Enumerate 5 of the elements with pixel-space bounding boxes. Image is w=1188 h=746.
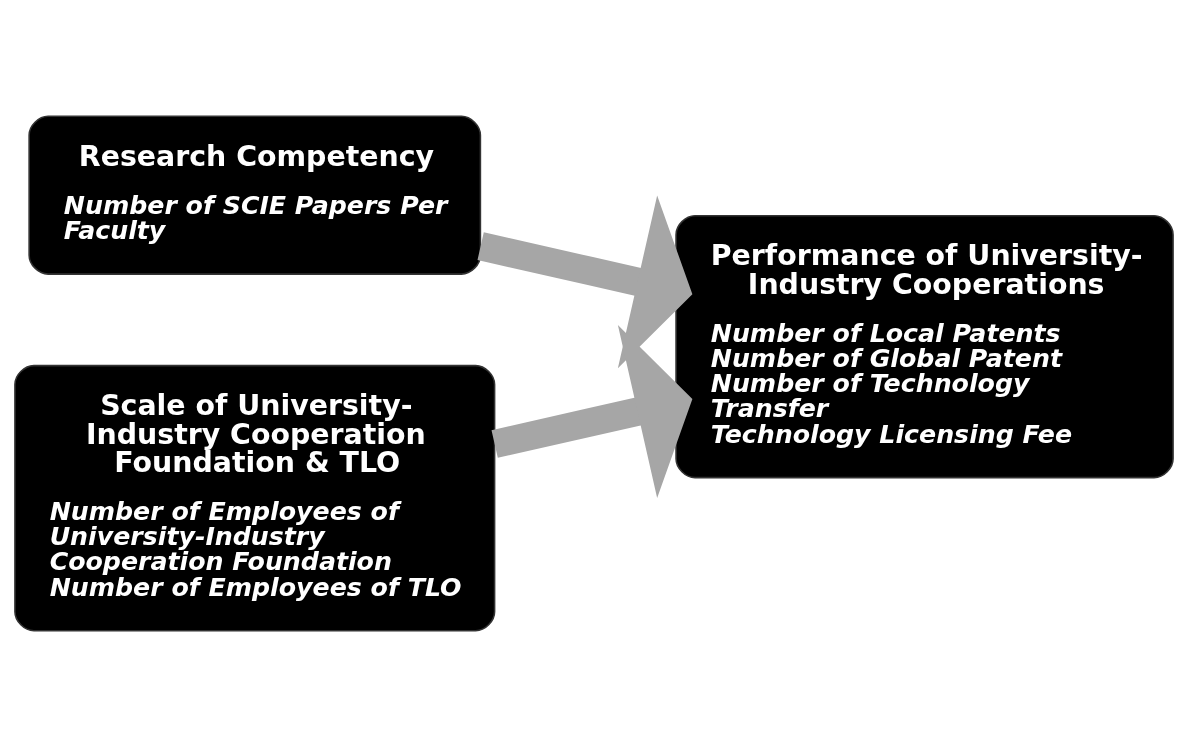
node-box: Scale of University-Industry Cooperation Foundation & TLO Number of Employees of University-Industry Cooperation Foundation Number of Employees of TLO (14, 364, 496, 631)
arrow (477, 194, 693, 368)
node-box: Performance of University-Industry Cooperations Number of Local Patents Number of Global Patent Number of Technology Transfer Technology Licensing Fee (675, 214, 1174, 478)
arrow (491, 324, 693, 498)
node-box: Research Competency Number of SCIE Papers Per Faculty (28, 115, 482, 275)
